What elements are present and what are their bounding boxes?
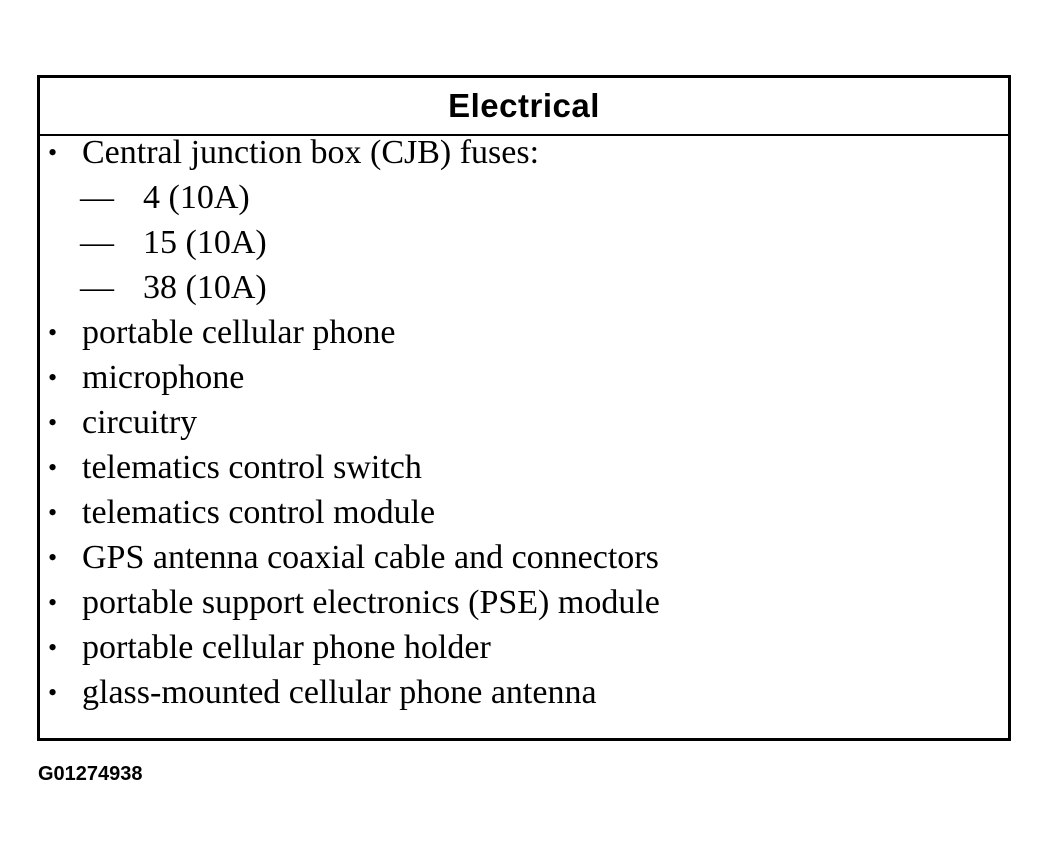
dash-icon: — xyxy=(80,269,114,306)
bullet-icon: • xyxy=(48,543,58,572)
bullet-icon: • xyxy=(48,318,58,347)
list-item-label: circuitry xyxy=(82,404,198,441)
list-item-label: GPS antenna coaxial cable and connectors xyxy=(82,539,659,576)
list-item-label: telematics control switch xyxy=(82,449,422,486)
list-item-label: Central junction box (CJB) fuses: xyxy=(82,134,540,171)
dash-icon: — xyxy=(80,224,114,261)
sub-item-label: 4 (10A) xyxy=(143,179,250,216)
table-header: Electrical xyxy=(40,78,1008,136)
list-item-cjb-fuses: • Central junction box (CJB) fuses: xyxy=(40,130,1008,175)
component-list: • Central junction box (CJB) fuses: — 4 … xyxy=(40,134,1008,745)
list-item: • microphone xyxy=(40,355,1008,400)
sub-item-fuse-38: — 38 (10A) xyxy=(40,265,1008,310)
list-item: • portable cellular phone xyxy=(40,310,1008,355)
list-item-label: microphone xyxy=(82,359,245,396)
list-item: • glass-mounted cellular phone antenna xyxy=(40,670,1008,715)
bullet-icon: • xyxy=(48,498,58,527)
table-title: Electrical xyxy=(448,87,600,124)
list-item: • telematics control switch xyxy=(40,445,1008,490)
electrical-table: Electrical • Central junction box (CJB) … xyxy=(37,75,1011,741)
bullet-icon: • xyxy=(48,678,58,707)
bullet-icon: • xyxy=(48,453,58,482)
bullet-icon: • xyxy=(48,363,58,392)
list-item-label: portable cellular phone holder xyxy=(82,629,491,666)
list-item-label: portable support electronics (PSE) modul… xyxy=(82,584,660,621)
list-item: • portable cellular phone holder xyxy=(40,625,1008,670)
list-item: • telematics control module xyxy=(40,490,1008,535)
bullet-icon: • xyxy=(48,588,58,617)
list-item-label: telematics control module xyxy=(82,494,436,531)
sub-item-label: 15 (10A) xyxy=(143,224,267,261)
list-item: • GPS antenna coaxial cable and connecto… xyxy=(40,535,1008,580)
list-item-label: glass-mounted cellular phone antenna xyxy=(82,674,597,711)
list-item: • portable support electronics (PSE) mod… xyxy=(40,580,1008,625)
bullet-icon: • xyxy=(48,633,58,662)
bullet-icon: • xyxy=(48,138,58,167)
figure-id: G01274938 xyxy=(38,763,143,785)
bullet-icon: • xyxy=(48,408,58,437)
dash-icon: — xyxy=(80,179,114,216)
list-item: • circuitry xyxy=(40,400,1008,445)
sub-item-label: 38 (10A) xyxy=(143,269,267,306)
list-item-label: portable cellular phone xyxy=(82,314,396,351)
sub-item-fuse-15: — 15 (10A) xyxy=(40,220,1008,265)
sub-item-fuse-4: — 4 (10A) xyxy=(40,175,1008,220)
